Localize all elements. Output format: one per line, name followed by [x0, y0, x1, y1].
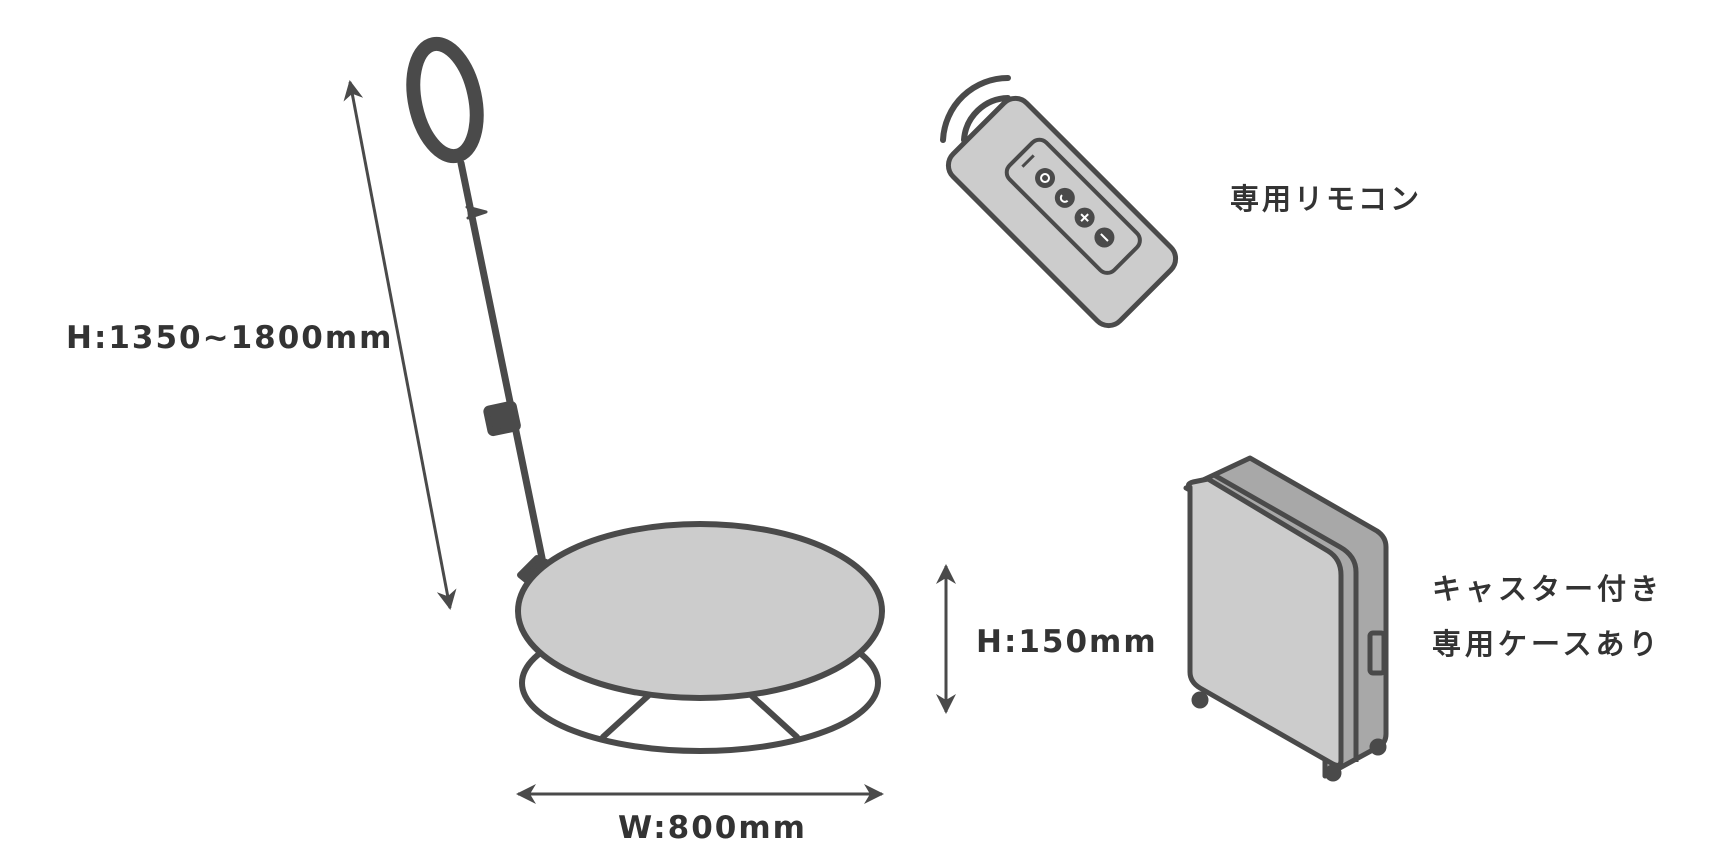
suitcase-wheel-back-right — [1369, 738, 1387, 756]
remote-button-2 — [1054, 187, 1075, 208]
turntable-icon — [406, 36, 885, 754]
suitcase-handle — [1367, 630, 1387, 676]
suitcase-wheel-front-left — [1191, 691, 1209, 709]
height-range-label: H:1350~1800mm — [66, 320, 394, 356]
suitcase-zipper — [1212, 472, 1359, 762]
turntable-leg-left — [600, 693, 651, 740]
height-range-arrow — [343, 80, 457, 610]
pole-knob — [465, 205, 488, 220]
turntable-leg-right — [749, 693, 800, 740]
suitcase-wheel-front-right — [1324, 764, 1342, 782]
dimension-arrows — [343, 80, 956, 804]
base-height-label: H:150mm — [976, 624, 1158, 660]
turntable-platform — [515, 521, 885, 701]
case-label-line2: 専用ケースあり — [1432, 627, 1662, 661]
width-label: W:800mm — [618, 810, 807, 846]
suitcase-front — [1186, 476, 1344, 768]
case-label-line1: キャスター付き — [1432, 572, 1664, 606]
pole-clamp — [483, 400, 521, 437]
pole — [457, 159, 546, 562]
remote-label: 専用リモコン — [1230, 182, 1423, 216]
ring-light — [406, 36, 484, 164]
remote-button-1 — [1035, 168, 1056, 189]
suitcase-icon — [1183, 455, 1389, 782]
remote-control-icon — [945, 95, 1179, 329]
